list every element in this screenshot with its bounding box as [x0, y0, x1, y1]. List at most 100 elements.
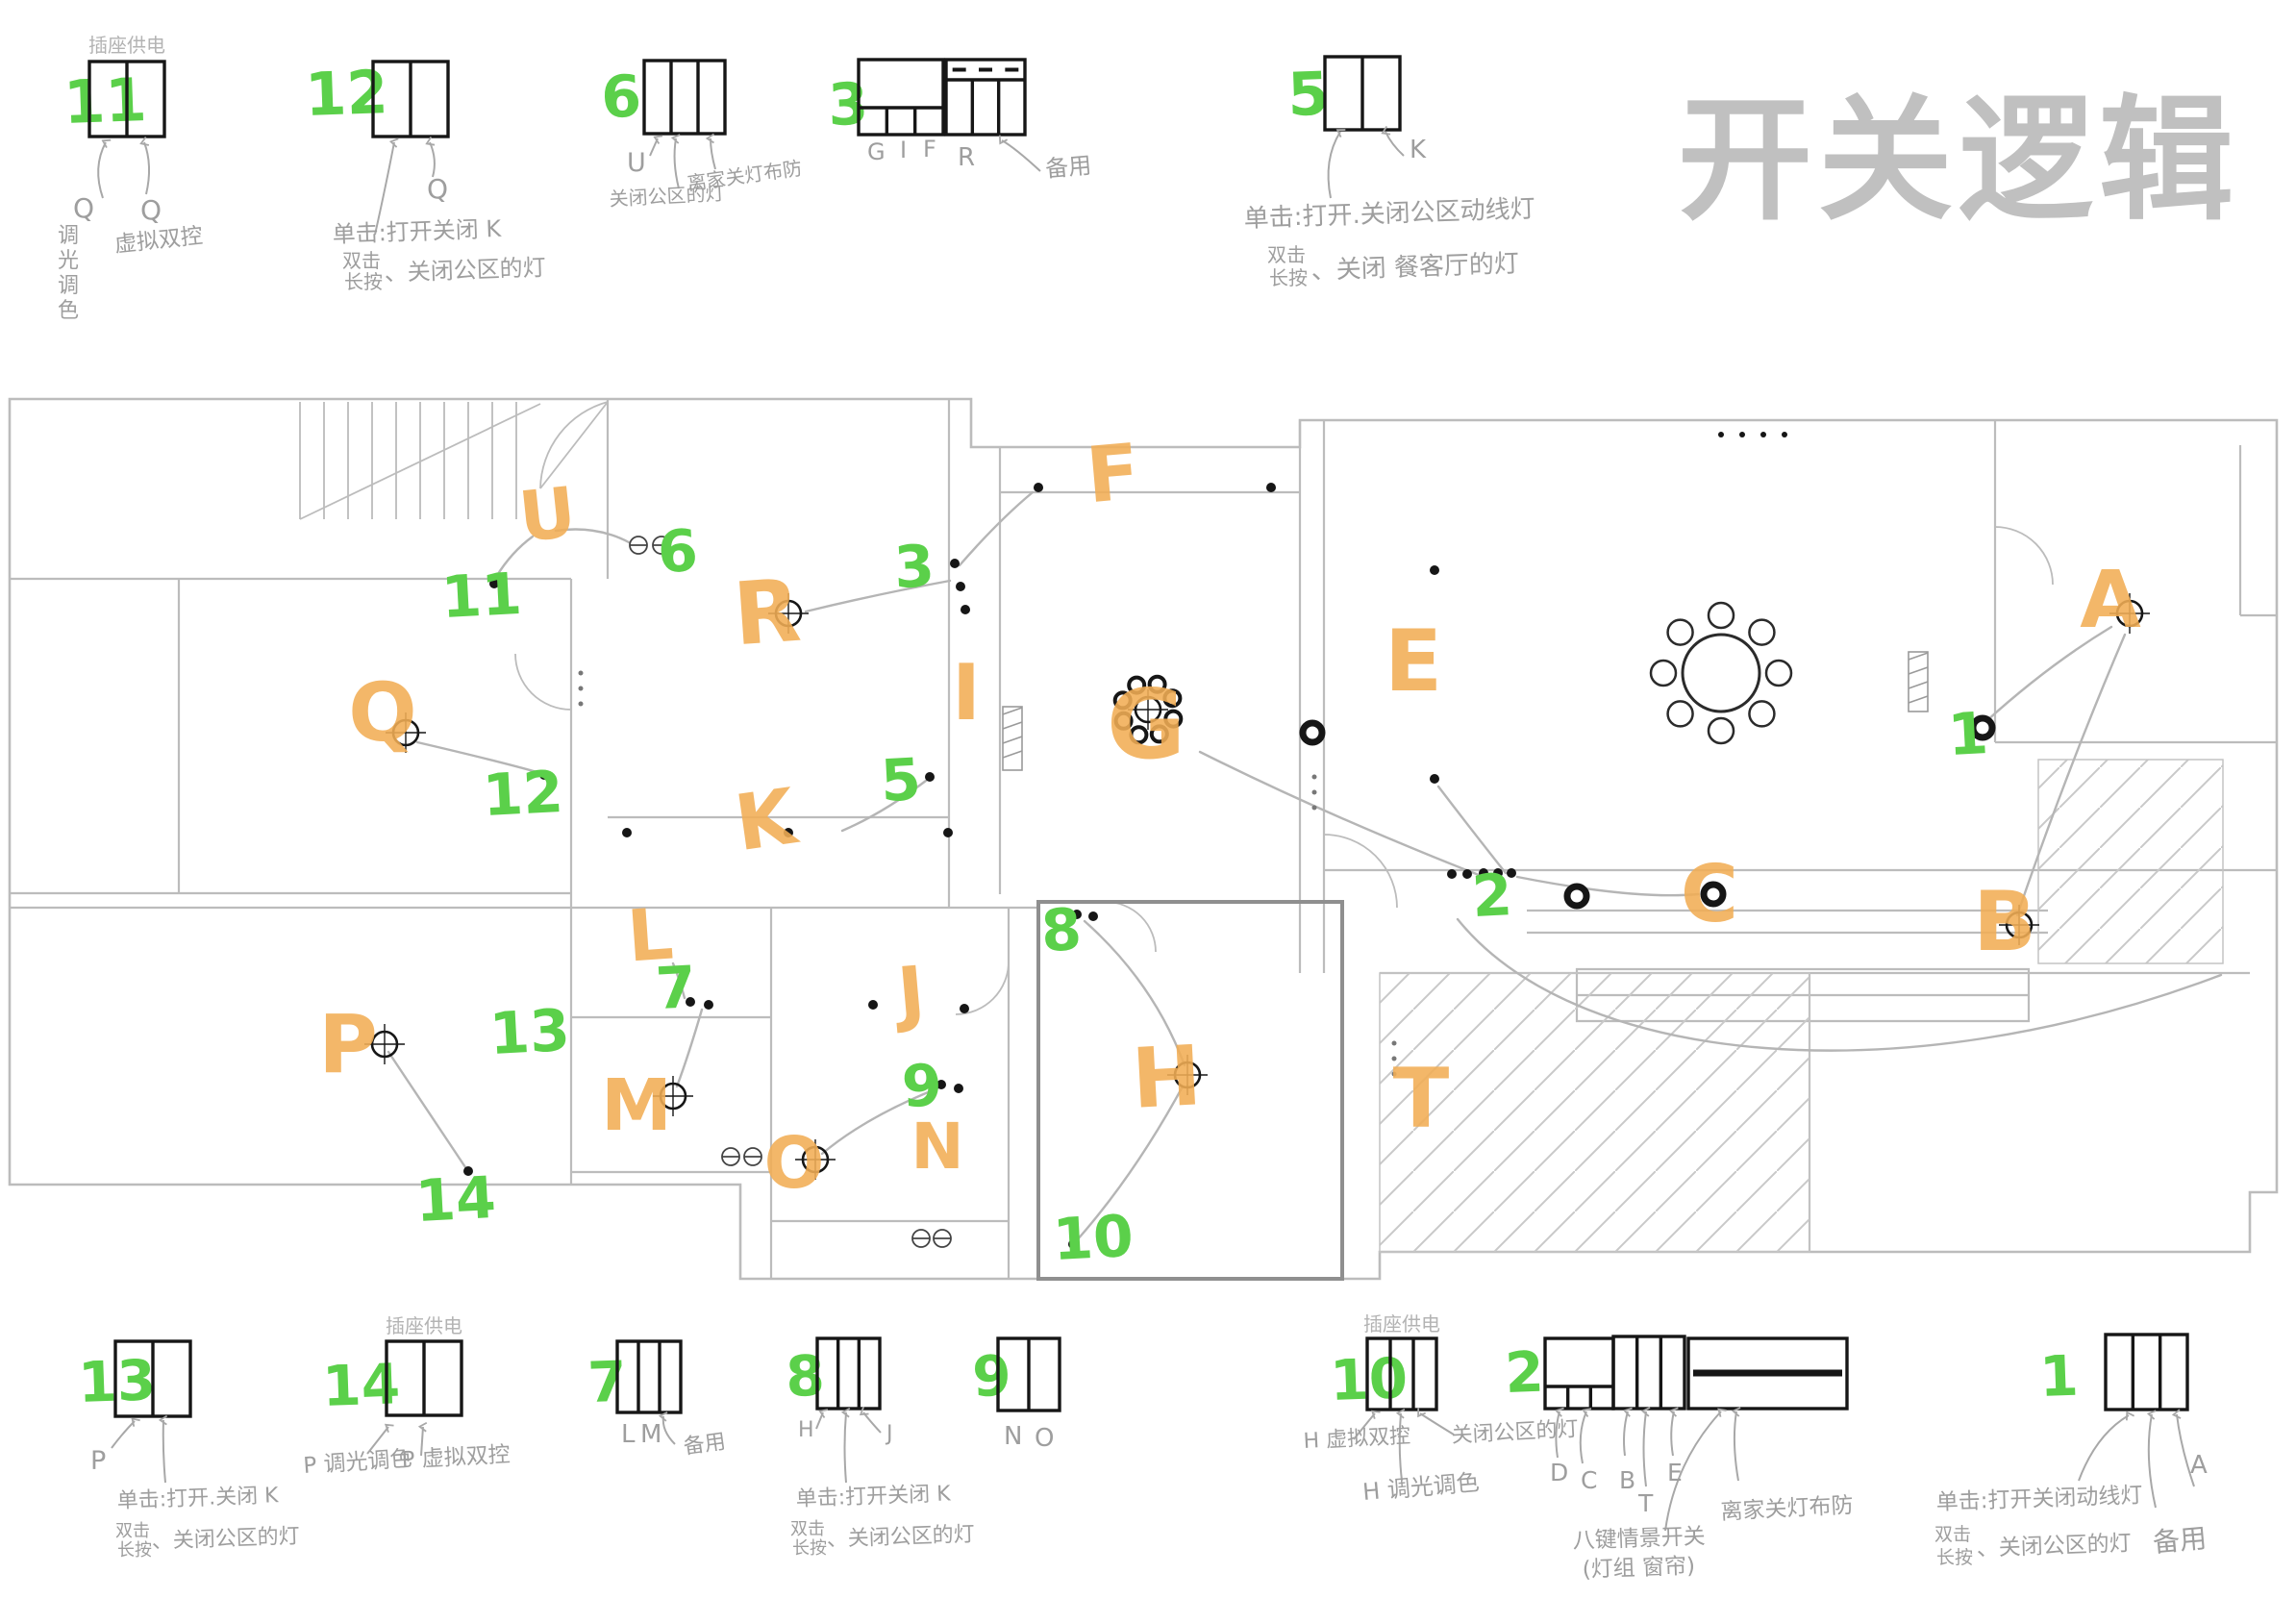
annotation-text: J: [885, 1422, 893, 1446]
downlight-dot-small: [1782, 432, 1787, 437]
downlight-dot: [1462, 869, 1472, 879]
plan-switch-number-13: 13: [487, 997, 571, 1068]
switch-indicator-dot: [1311, 805, 1317, 811]
chair-icon: [1748, 700, 1776, 728]
ceiling-light-icon: [1999, 905, 2039, 945]
door-arc: [539, 401, 609, 489]
annotation-text: Q: [140, 194, 162, 226]
switch-box: [2104, 1333, 2189, 1411]
annotation-arrow: [139, 137, 150, 195]
ceiling-light-icon: [364, 1024, 405, 1064]
annotation-text: 长按: [792, 1538, 827, 1559]
annotation-arrow: [1327, 129, 1346, 199]
annotation-text: 八键情景开关: [1572, 1524, 1706, 1554]
plan-switch-number-3: 3: [892, 533, 936, 602]
downlight-dot: [943, 828, 953, 837]
annotation-arrow: [1555, 1407, 1564, 1459]
plan-switch-number-10: 10: [1051, 1203, 1135, 1274]
switch-panel-number: 11: [62, 64, 148, 137]
plan-letter-P: P: [318, 997, 378, 1091]
switch-panel-number: 14: [321, 1351, 401, 1419]
wiring-curve: [1456, 917, 2223, 1052]
switch-box: [1323, 55, 1402, 132]
annotation-arrow: [815, 1409, 829, 1430]
wiring-curve: [840, 779, 928, 833]
socket-icon: [933, 1229, 952, 1248]
annotation-text: D: [1550, 1459, 1568, 1486]
downlight-dot: [622, 828, 632, 837]
wiring-curve: [415, 740, 542, 775]
switch-panel-number: 3: [827, 71, 869, 139]
annotation-text: N: [1004, 1422, 1022, 1451]
annotation-text: 双击: [115, 1521, 150, 1541]
annotation-arrow: [998, 135, 1041, 172]
switch-indicator-dot: [578, 670, 584, 676]
switch-box: [113, 1339, 192, 1418]
switch-panel-number: 7: [586, 1349, 628, 1415]
floorplan-walls: [8, 397, 2279, 1281]
wiring-curve: [2015, 633, 2127, 917]
annotation-arrow: [1353, 1410, 1381, 1440]
chair-icon: [1764, 659, 1793, 687]
wiring-curve: [1515, 875, 1700, 897]
downlight-dot: [868, 1000, 878, 1010]
annotation-text: U: [627, 148, 646, 178]
switch-panel-number: 6: [600, 63, 642, 132]
plan-switch-number-6: 6: [656, 517, 699, 587]
annotation-text: 单击:打开关闭 K: [332, 215, 503, 248]
switch-indicator-dot: [1391, 1056, 1397, 1061]
downlight-dot: [686, 997, 695, 1007]
switch-box: [815, 1336, 882, 1411]
annotation-arrow: [158, 1414, 168, 1484]
annotation-text: 、关闭 餐客厅的灯: [1310, 249, 1519, 286]
power-source-note: 插座供电: [386, 1314, 462, 1337]
downlight-dot-small: [1760, 432, 1766, 437]
annotation-text: 长按: [1269, 266, 1308, 289]
plan-switch-number-9: 9: [900, 1052, 943, 1121]
downlight-dot: [960, 1004, 969, 1013]
annotation-text: R: [958, 143, 975, 172]
socket-icon: [721, 1147, 740, 1166]
annotation-text: B: [1619, 1466, 1635, 1494]
annotation-text: 备用: [682, 1430, 727, 1460]
plan-switch-number-7: 7: [654, 954, 697, 1023]
spotlight-icon: [1700, 881, 1727, 908]
switch-panel-1: 1单击:打开关闭动线灯双击长按、关闭公区的灯备用A: [1934, 1333, 2208, 1568]
door-arc: [1994, 526, 2054, 586]
switch-panel-number: 2: [1504, 1339, 1545, 1406]
downlight-dot: [1430, 565, 1439, 575]
wiring-curve: [820, 1086, 939, 1156]
wiring-curve: [804, 579, 952, 613]
switch-indicator-dot: [1391, 1071, 1397, 1077]
door-arcs: [514, 401, 2054, 1015]
switch-box-outline: [615, 1339, 683, 1414]
annotation-text: 长按: [117, 1540, 152, 1561]
ceiling-light-icon: [653, 1076, 693, 1116]
annotation-arrow: [374, 137, 399, 236]
annotation-text: 双击: [1267, 243, 1306, 266]
plan-letter-H: H: [1130, 1028, 1204, 1128]
wiring-curve: [1075, 1085, 1185, 1242]
downlight-dot-small: [1739, 432, 1745, 437]
wiring-curve: [1198, 750, 1481, 877]
plan-letter-U: U: [515, 471, 580, 558]
annotation-arrow: [840, 1408, 851, 1484]
annotation-text: P: [90, 1446, 106, 1476]
annotation-text: 双击: [1934, 1524, 1971, 1545]
annotation-arrow: [1417, 1408, 1455, 1436]
switch-box-outline: [1686, 1336, 1849, 1411]
plan-switch-number-11: 11: [439, 561, 523, 632]
switch-box: [857, 58, 945, 137]
plan-switch-number-5: 5: [879, 746, 922, 815]
downlight-dot: [784, 828, 793, 837]
annotation-arrow: [2171, 1409, 2195, 1487]
socket-icon: [652, 536, 671, 555]
